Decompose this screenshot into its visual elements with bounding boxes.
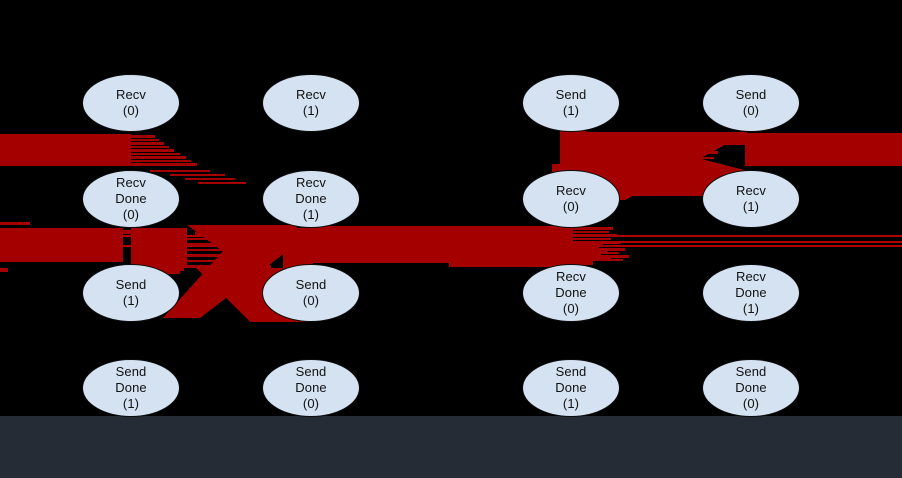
node-label: Send (0) [735,87,767,118]
graph-node-recv-done-0-b[interactable]: Recv Done (0) [522,264,620,322]
node-label: Send Done (1) [555,364,587,411]
node-label: Recv Done (0) [555,269,587,316]
node-label: Send Done (0) [295,364,327,411]
edge-band [0,134,131,166]
edge-band [745,133,902,166]
node-label: Recv Done (1) [735,269,767,316]
edge-arrow [163,232,312,318]
graph-node-recv-done-1[interactable]: Recv Done (1) [262,170,360,228]
graph-node-send-done-1-b[interactable]: Send Done (1) [522,359,620,417]
graph-node-recv-1-b[interactable]: Recv (1) [702,170,800,228]
node-label: Recv (1) [735,183,767,214]
graph-node-send-done-1[interactable]: Send Done (1) [82,359,180,417]
node-label: Send (1) [115,277,147,308]
node-label: Send Done (1) [115,364,147,411]
status-bar [0,416,902,478]
edge-band [449,243,571,267]
node-label: Recv (0) [555,183,587,214]
node-label: Recv (1) [295,87,327,118]
node-label: Send (1) [555,87,587,118]
graph-node-send-done-0[interactable]: Send Done (0) [262,359,360,417]
graph-node-recv-0[interactable]: Recv (0) [82,74,180,132]
graph-node-recv-done-1-b[interactable]: Recv Done (1) [702,264,800,322]
node-label: Recv (0) [115,87,147,118]
graph-node-send-0[interactable]: Send (0) [702,74,800,132]
node-label: Recv Done (0) [115,175,147,222]
node-label: Send Done (0) [735,364,767,411]
edge-layer [0,131,902,322]
edge-band [0,228,123,262]
node-label: Recv Done (1) [295,175,327,222]
graph-node-recv-1[interactable]: Recv (1) [262,74,360,132]
graph-node-send-0-b[interactable]: Send (0) [262,264,360,322]
graph-node-send-1[interactable]: Send (1) [522,74,620,132]
graph-node-send-done-0-b[interactable]: Send Done (0) [702,359,800,417]
graph-node-recv-0-b[interactable]: Recv (0) [522,170,620,228]
graph-node-recv-done-0[interactable]: Recv Done (0) [82,170,180,228]
graph-node-send-1-b[interactable]: Send (1) [82,264,180,322]
node-label: Send (0) [295,277,327,308]
